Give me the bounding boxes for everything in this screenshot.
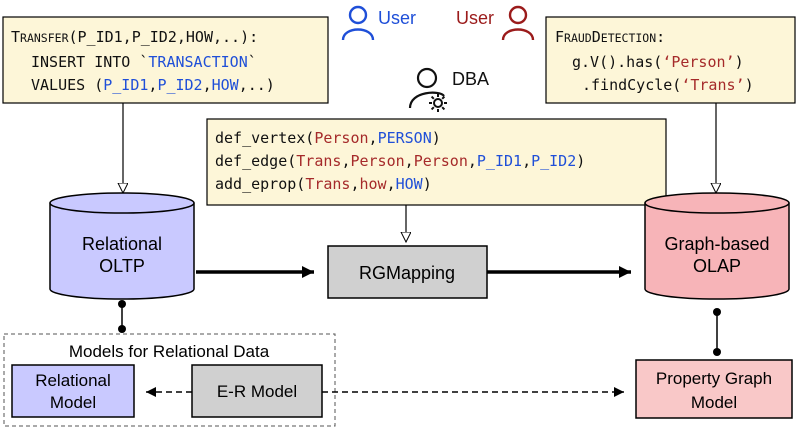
graph-olap-cylinder: Graph-based OLAP — [644, 192, 790, 300]
dba-icon — [408, 67, 447, 112]
relational-oltp-label-1: Relational — [82, 234, 162, 254]
property-graph-label-1: Property Graph — [656, 369, 772, 388]
fraud-cycle-line: .findCycle(‘Trans’) — [582, 76, 754, 94]
relational-models-title: Models for Relational Data — [69, 342, 270, 361]
transfer-signature: TRANSFER(P_ID1,P_ID2,HOW,..): — [11, 28, 258, 46]
user-left-label: User — [378, 8, 416, 28]
fraud-signature: FRAUDDETECTION: — [555, 28, 665, 46]
transfer-values-line: VALUES (P_ID1,P_ID2,HOW,..) — [31, 76, 275, 94]
mapping-add-eprop: add_eprop(Trans,how,HOW) — [215, 175, 432, 193]
relational-oltp-cylinder: Relational OLTP — [49, 192, 195, 300]
dba-label: DBA — [452, 69, 489, 89]
fraud-has-line: g.V().has(‘Person’) — [572, 53, 744, 71]
user-left-icon — [341, 5, 375, 41]
graph-olap-label-2: OLAP — [693, 256, 741, 276]
er-model-label: E-R Model — [217, 382, 297, 401]
mapping-def-vertex: def_vertex(Person,PERSON) — [215, 129, 441, 147]
property-graph-model-box: Property Graph Model — [635, 359, 793, 419]
transfer-insert-line: INSERT INTO `TRANSACTION` — [31, 53, 257, 71]
olap-model-connector — [713, 308, 721, 356]
mapping-code-box: def_vertex(Person,PERSON) def_edge(Trans… — [206, 118, 667, 206]
mapping-def-edge: def_edge(Trans,Person,Person,P_ID1,P_ID2… — [215, 152, 585, 170]
graph-olap-label-1: Graph-based — [664, 234, 769, 254]
er-model-box: E-R Model — [191, 364, 323, 418]
relational-model-box: Relational Model — [11, 364, 135, 418]
relational-oltp-label-2: OLTP — [99, 256, 145, 276]
rgmapping-box: RGMapping — [327, 245, 488, 299]
transfer-code-box: TRANSFER(P_ID1,P_ID2,HOW,..): INSERT INT… — [2, 16, 329, 104]
property-graph-label-2: Model — [691, 393, 737, 412]
user-right-icon — [501, 5, 535, 41]
oltp-model-connector — [118, 300, 126, 333]
user-right-label: User — [456, 8, 494, 28]
relational-model-label-2: Model — [50, 393, 96, 412]
fraud-code-box: FRAUDDETECTION: g.V().has(‘Person’) .fin… — [545, 16, 796, 104]
relational-model-label-1: Relational — [35, 371, 111, 390]
relational-models-group: Models for Relational Data — [3, 333, 336, 427]
rgmapping-label: RGMapping — [359, 263, 455, 283]
